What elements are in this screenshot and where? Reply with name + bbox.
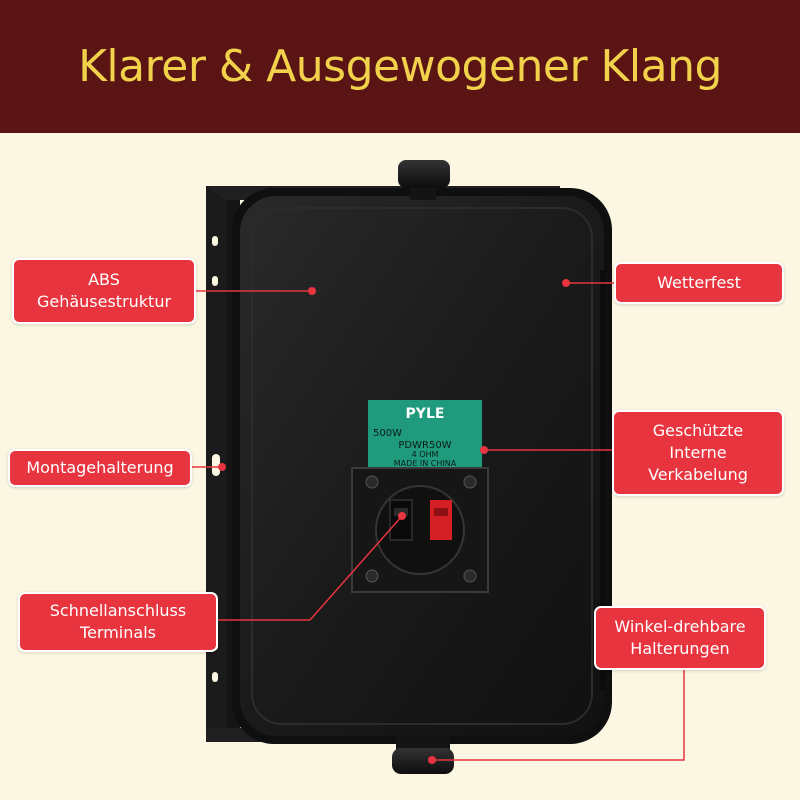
callout-wiring-line3: Verkabelung (648, 465, 748, 484)
callout-mount-line1: Montagehalterung (26, 458, 174, 477)
power-rating: 500W (373, 428, 402, 439)
callout-bracket-line2: Halterungen (630, 639, 730, 658)
impedance: 4 OHM (412, 450, 439, 459)
header-banner: Klarer & Ausgewogener Klang (0, 0, 800, 133)
callout-bracket-line1: Winkel-drehbare (614, 617, 746, 636)
model-number: PDWR50W (398, 440, 451, 451)
adjustment-knob (398, 160, 450, 200)
callout-mounting-bracket: Montagehalterung (8, 449, 192, 487)
terminal-plate (351, 467, 489, 593)
callout-abs-housing: ABS Gehäusestruktur (12, 258, 196, 324)
callout-terminals-line1: Schnellanschluss (49, 601, 187, 620)
callout-leader-lines (192, 282, 685, 761)
callout-weatherproof-line1: Wetterfest (657, 273, 741, 292)
callout-quick-terminals: Schnellanschluss Terminals (18, 592, 218, 652)
product-label: PYLE 500W PDWR50W 4 OHM MADE IN CHINA (368, 400, 482, 468)
callout-internal-wiring: Geschützte Interne Verkabelung (612, 410, 784, 496)
callout-weatherproof: Wetterfest (614, 262, 784, 304)
callout-wiring-line2: Interne (669, 443, 727, 462)
callout-dots (218, 279, 570, 764)
page-title: Klarer & Ausgewogener Klang (78, 41, 722, 92)
callout-terminals-line2: Terminals (80, 623, 156, 642)
callout-abs-line2: Gehäusestruktur (36, 292, 172, 311)
brand-logo: PYLE (406, 406, 445, 422)
spring-clip-terminal (389, 499, 452, 541)
callout-swivel-bracket: Winkel-drehbare Halterungen (594, 606, 766, 670)
origin: MADE IN CHINA (394, 459, 457, 468)
callout-abs-line1: ABS (88, 270, 120, 289)
bottom-knob (392, 736, 454, 774)
callout-wiring-line1: Geschützte (652, 421, 744, 440)
